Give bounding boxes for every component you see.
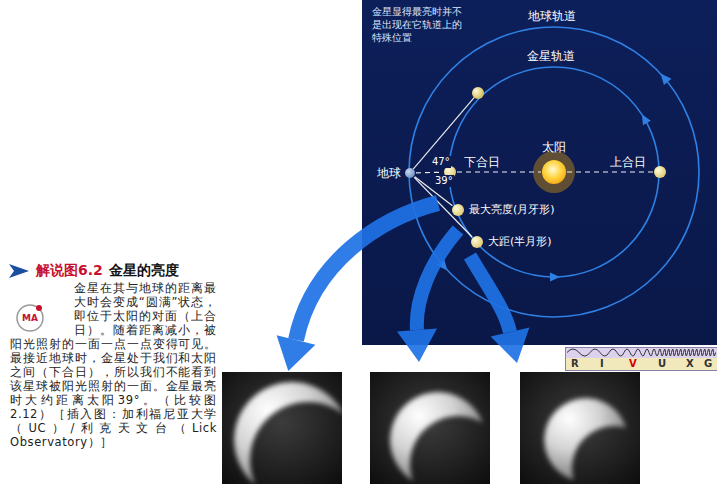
conjunction-line	[416, 172, 443, 174]
orbit-arrowhead	[550, 273, 560, 282]
spectrum-letter: I	[600, 358, 604, 370]
pointer-arrowhead	[277, 335, 316, 371]
spectrum-letter: V	[629, 358, 637, 370]
sun-disk: 太阳	[542, 160, 566, 184]
venus-orbit	[449, 67, 659, 277]
figure-title: 金星的亮度	[109, 262, 179, 280]
conjunction-line	[567, 171, 653, 172]
venus-photo	[222, 372, 350, 484]
pointer-arrowhead	[397, 329, 437, 362]
media-badge-text: MA	[16, 313, 44, 323]
spectrum-letter: X	[686, 358, 694, 370]
position-label: 最大亮度(月牙形)	[469, 203, 555, 217]
spectrum-letter: U	[658, 358, 666, 370]
venus-dot: 大距(半月形)	[471, 236, 483, 248]
orbit-label: 金星轨道	[527, 48, 575, 65]
spectrum-letter: R	[571, 358, 579, 370]
orbit-arrowhead	[661, 73, 672, 85]
earth-orbit	[409, 27, 699, 317]
position-label: 太阳	[542, 140, 566, 154]
media-icon: MA	[10, 281, 74, 337]
orbit-arrowhead	[642, 114, 651, 125]
spectrum-letter: G	[704, 358, 712, 370]
figure-heading: 解说图6.2 金星的亮度	[8, 262, 179, 280]
pointer-arrow	[470, 256, 510, 332]
figure-number: 解说图6.2	[36, 262, 103, 280]
callout-note: 金星显得最亮时并不是出现在它轨道上的特殊位置	[372, 5, 464, 44]
venus-photo	[370, 372, 490, 484]
heading-icon	[8, 262, 30, 280]
caption-block: MA 金星在其与地球的距离最大时会变成“圆满”状态，即位于太阳的对面（上合日）。…	[10, 281, 217, 449]
venus-dot: 上合日	[654, 166, 666, 178]
diagram-panel	[362, 0, 717, 345]
angle-label: 47°	[431, 156, 451, 168]
pointer-arrow	[417, 230, 458, 330]
earth-dot: 地球	[405, 168, 415, 178]
position-label: 大距(半月形)	[488, 235, 552, 249]
position-label: 下合日	[464, 155, 500, 169]
angle-label: 39°	[434, 175, 454, 187]
spectrum-bar	[565, 347, 717, 371]
venus-dot: 最大亮度(月牙形)	[452, 204, 464, 216]
pointer-arrowhead	[491, 328, 530, 363]
conjunction-line	[457, 171, 541, 172]
position-label: 上合日	[610, 155, 646, 169]
position-label: 地球	[377, 166, 401, 180]
venus-photo	[520, 372, 640, 484]
orbit-label: 地球轨道	[528, 8, 576, 25]
venus-dot	[472, 87, 484, 99]
